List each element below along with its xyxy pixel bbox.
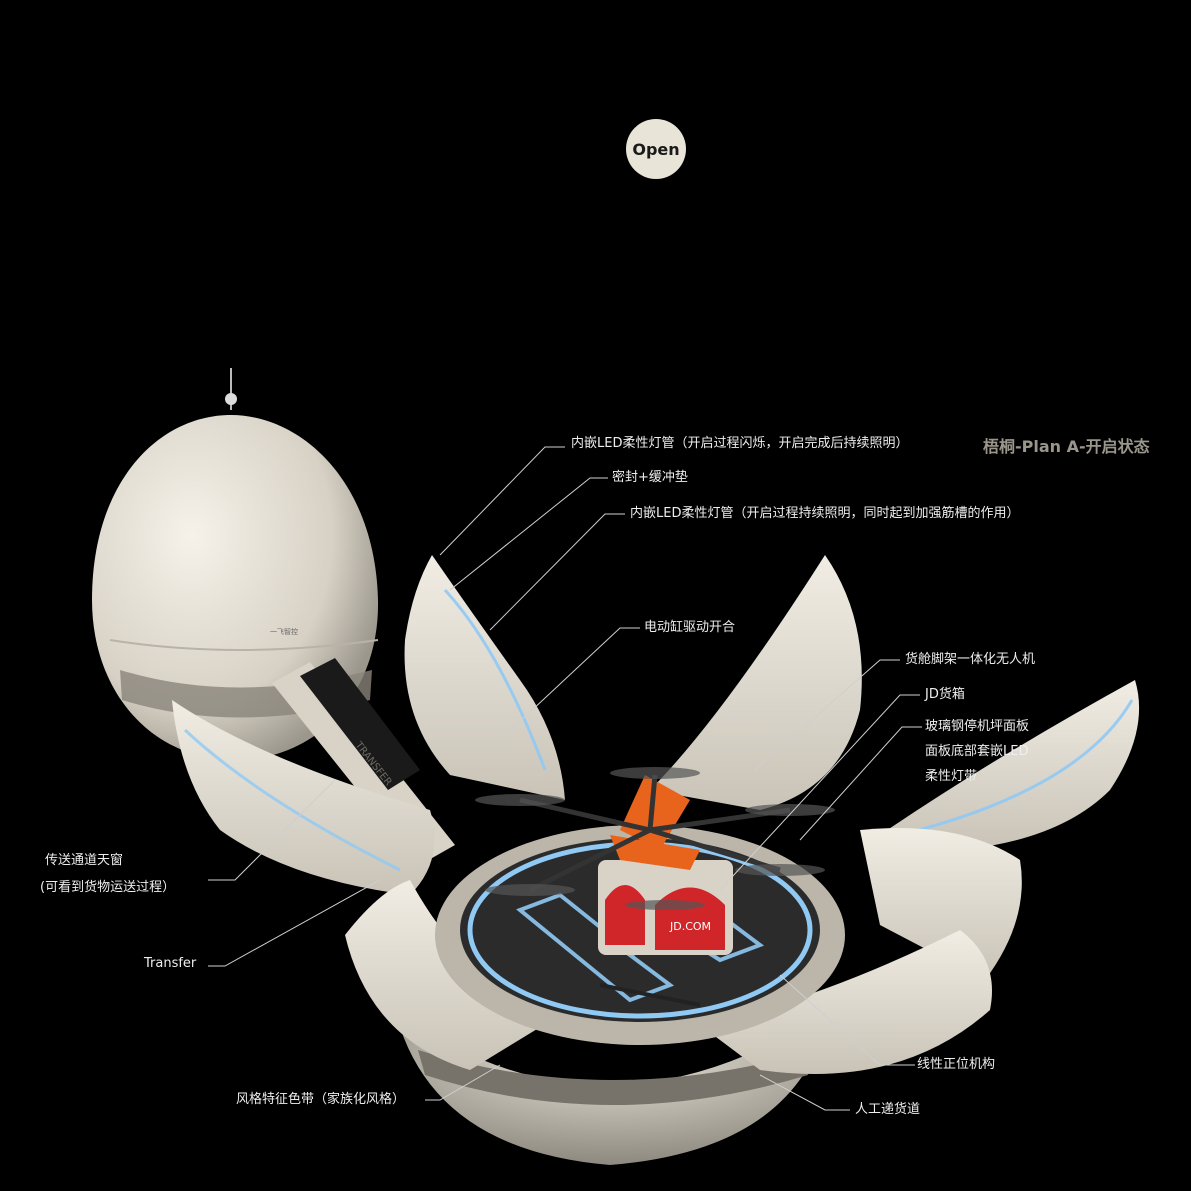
label-actuator: 电动缸驱动开合 (644, 620, 736, 635)
drone: JD.COM (475, 767, 835, 1007)
label-skylight-1: 传送通道天窗 (45, 853, 124, 868)
leader-seal (449, 477, 608, 591)
label-style-band: 风格特征色带（家族化风格） (236, 1092, 406, 1107)
leader-led-flash (439, 446, 565, 556)
label-jd-box: JD货箱 (925, 687, 965, 702)
label-led-tube-flash: 内嵌LED柔性灯管（开启过程闪烁，开启完成后持续照明） (571, 436, 909, 451)
diagram-title: 梧桐-Plan A-开启状态 (983, 437, 1150, 456)
label-seal-cushion: 密封+缓冲垫 (612, 470, 688, 485)
label-landing-panel-2: 面板底部套嵌LED (925, 744, 1029, 759)
leader-actuator (499, 627, 640, 741)
label-positioning: 线性正位机构 (917, 1057, 996, 1072)
leader-style-band (425, 1064, 501, 1101)
leader-led-rib (489, 513, 625, 631)
label-manual-lane: 人工递货道 (855, 1102, 921, 1117)
open-state-badge: Open (626, 119, 686, 179)
leader-skylight (208, 779, 336, 881)
leader-lines (208, 446, 922, 1111)
label-transfer: Transfer (144, 956, 197, 971)
leader-panel (799, 726, 922, 841)
leader-drone (754, 659, 900, 771)
label-led-tube-rib: 内嵌LED柔性灯管（开启过程持续照明，同时起到加强筋槽的作用） (630, 506, 1020, 521)
leader-positioning (779, 974, 915, 1066)
leader-transfer (208, 879, 381, 967)
box-print: JD.COM (669, 920, 711, 933)
label-drone: 货舱脚架一体化无人机 (905, 652, 1036, 667)
leader-box (719, 694, 920, 891)
leader-manual-lane (759, 1074, 850, 1111)
label-landing-panel-1: 玻璃钢停机坪面板 (925, 719, 1030, 734)
label-skylight-2: (可看到货物运送过程） (40, 880, 176, 895)
label-landing-panel-3: 柔性灯带 (925, 769, 978, 784)
egg-brand-logo: 一飞智控 (270, 627, 298, 636)
base-sphere (395, 1010, 830, 1165)
